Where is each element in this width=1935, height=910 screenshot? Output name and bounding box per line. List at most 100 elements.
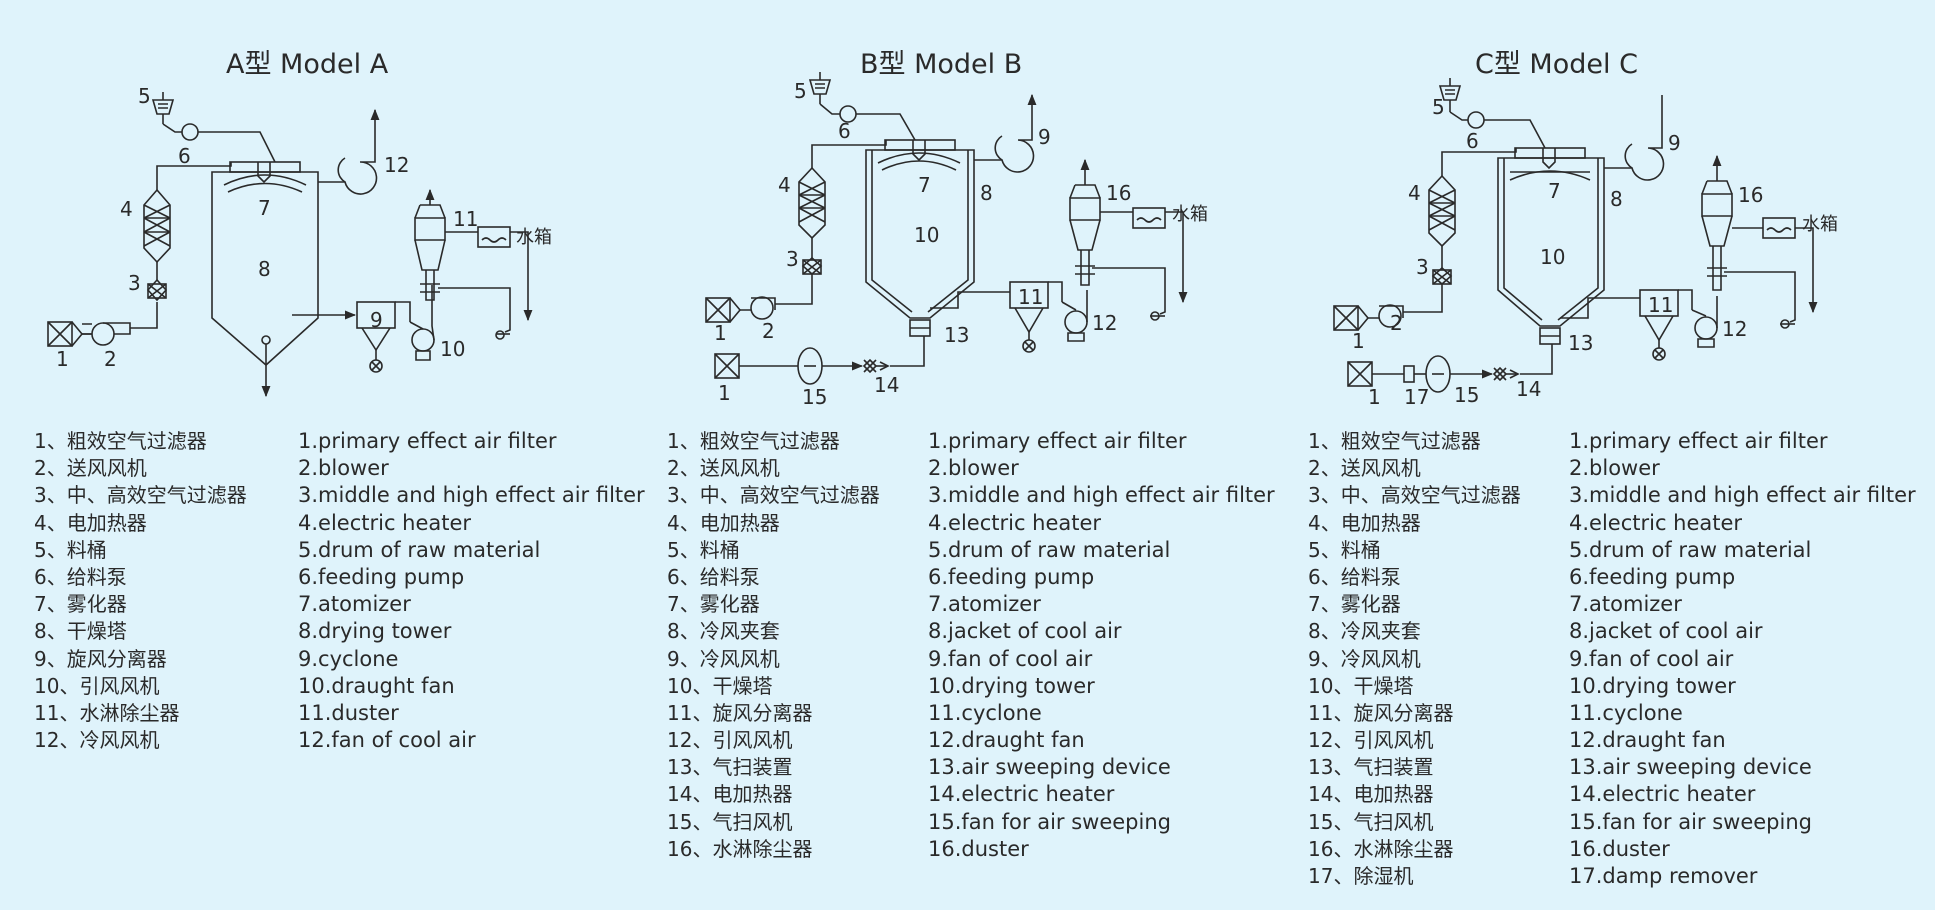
electric-heater-icon	[1428, 174, 1456, 248]
legend-item: 16、水淋除尘器	[1308, 836, 1454, 861]
cyclone-icon	[1009, 281, 1063, 353]
legend-a-en: 1.primary effect air filter 2.blower 3.m…	[298, 428, 645, 754]
legend-b-en: 1.primary effect air filter 2.blower 3.m…	[928, 428, 1275, 863]
legend-item: 15.fan for air sweeping	[1569, 809, 1812, 834]
legend-item: 10、干燥塔	[667, 673, 773, 698]
electric-heater-icon	[798, 166, 826, 240]
legend-item: 14.electric heater	[1569, 782, 1756, 807]
legend-item: 6.feeding pump	[298, 564, 465, 589]
legend-item: 11、水淋除尘器	[34, 700, 180, 725]
drying-tower-icon	[211, 161, 319, 398]
label-c-14: 14	[1516, 377, 1541, 401]
legend-item: 1.primary effect air filter	[928, 429, 1187, 453]
label-c-4: 4	[1408, 181, 1421, 205]
legend-item: 12、引风风机	[667, 728, 793, 753]
label-b-13: 13	[944, 323, 969, 347]
legend-item: 1.primary effect air filter	[1569, 429, 1828, 453]
legend-item: 11.cyclone	[1569, 700, 1683, 725]
legend-item: 6.feeding pump	[928, 564, 1095, 589]
legend-item: 7、雾化器	[667, 592, 760, 617]
cyclone-icon	[1639, 289, 1693, 361]
label-a-5: 5	[138, 84, 151, 108]
label-b-8: 8	[980, 181, 993, 205]
legend-item: 6、给料泵	[1308, 564, 1401, 589]
label-a-8: 8	[258, 257, 271, 281]
legend-item: 8、冷风夹套	[667, 619, 780, 644]
cool-air-fan-icon	[974, 93, 1037, 173]
label-a-3: 3	[128, 271, 141, 295]
label-c-13: 13	[1568, 331, 1593, 355]
model-a-diagram	[47, 92, 533, 398]
label-c-15: 15	[1454, 383, 1479, 407]
label-b-6: 6	[838, 119, 851, 143]
label-c-1b: 1	[1368, 385, 1381, 409]
water-duster-icon	[414, 188, 533, 340]
legend-item: 11、旋风分离器	[667, 700, 813, 725]
legend-item: 1、粗效空气过滤器	[1308, 429, 1481, 453]
legend-item: 13、气扫装置	[667, 755, 793, 780]
drying-tower-icon	[865, 139, 975, 337]
legend-item: 15、气扫风机	[1308, 809, 1434, 834]
label-c-5: 5	[1432, 95, 1445, 119]
legend-item: 4.electric heater	[928, 510, 1102, 535]
legend-item: 10.drying tower	[928, 673, 1095, 698]
legend-c-en: 1.primary effect air filter 2.blower 3.m…	[1569, 428, 1916, 890]
legend-item: 7.atomizer	[1569, 592, 1682, 617]
legend-item: 5.drum of raw material	[928, 537, 1171, 562]
legend-item: 16.duster	[1569, 836, 1670, 861]
legend-item: 12.draught fan	[928, 728, 1085, 753]
hepa-filter-icon	[801, 256, 823, 276]
label-a-tank: 水箱	[516, 227, 552, 248]
water-duster-icon	[1069, 158, 1188, 321]
legend-item: 2、送风风机	[667, 456, 780, 481]
label-a-7: 7	[258, 196, 271, 220]
legend-c-cn: 1、粗效空气过滤器 2、送风风机 3、中、高效空气过滤器 4、电加热器 5、料桶…	[1308, 428, 1521, 890]
primary-filter-icon	[705, 297, 742, 323]
legend-item: 15.fan for air sweeping	[928, 809, 1171, 834]
legend-item: 15、气扫风机	[667, 809, 793, 834]
label-c-11: 11	[1648, 293, 1673, 317]
legend-item: 5、料桶	[34, 537, 107, 562]
legend-item: 12.draught fan	[1569, 728, 1726, 753]
label-a-10: 10	[440, 337, 465, 361]
legend-item: 9.fan of cool air	[928, 646, 1093, 671]
legend-item: 11、旋风分离器	[1308, 700, 1454, 725]
legend-item: 16.duster	[928, 836, 1029, 861]
feeding-pump-icon	[819, 103, 916, 141]
feeding-pump-icon	[1449, 111, 1546, 149]
legend-item: 14.electric heater	[928, 782, 1115, 807]
sweep-fan-icon	[714, 347, 823, 385]
draught-fan-icon	[409, 290, 435, 361]
legend-item: 11.duster	[298, 700, 399, 725]
hepa-filter-icon	[146, 278, 168, 302]
sweep-heater-icon	[1450, 344, 1553, 382]
label-a-2: 2	[104, 347, 117, 371]
legend-item: 4.electric heater	[1569, 510, 1743, 535]
label-b-2: 2	[762, 319, 775, 343]
legend-item: 13.air sweeping device	[928, 755, 1171, 780]
label-a-9: 9	[370, 308, 383, 332]
label-b-14: 14	[874, 373, 899, 397]
legend-item: 12、冷风风机	[34, 728, 160, 753]
legend-item: 9、旋风分离器	[34, 646, 167, 671]
label-b-11: 11	[1018, 285, 1043, 309]
label-c-9: 9	[1668, 131, 1681, 155]
blower-icon	[740, 296, 776, 320]
legend-item: 4、电加热器	[1308, 510, 1421, 535]
label-c-10: 10	[1540, 245, 1565, 269]
legend-item: 1、粗效空气过滤器	[667, 429, 840, 453]
label-c-tank: 水箱	[1802, 214, 1838, 235]
label-c-12: 12	[1722, 317, 1747, 341]
label-a-11: 11	[453, 207, 478, 231]
legend-item: 8.jacket of cool air	[1569, 619, 1763, 644]
legend-a-cn: 1、粗效空气过滤器 2、送风风机 3、中、高效空气过滤器 4、电加热器 5、料桶…	[34, 428, 247, 754]
label-b-3: 3	[786, 247, 799, 271]
legend-item: 12.fan of cool air	[298, 728, 476, 753]
legend-item: 8.jacket of cool air	[928, 619, 1122, 644]
legend-item: 13.air sweeping device	[1569, 755, 1812, 780]
model-c-title: C型 Model C	[1475, 49, 1638, 80]
legend-item: 9、冷风风机	[1308, 646, 1421, 671]
model-c-diagram	[1333, 78, 1818, 393]
legend-item: 9、冷风风机	[667, 646, 780, 671]
